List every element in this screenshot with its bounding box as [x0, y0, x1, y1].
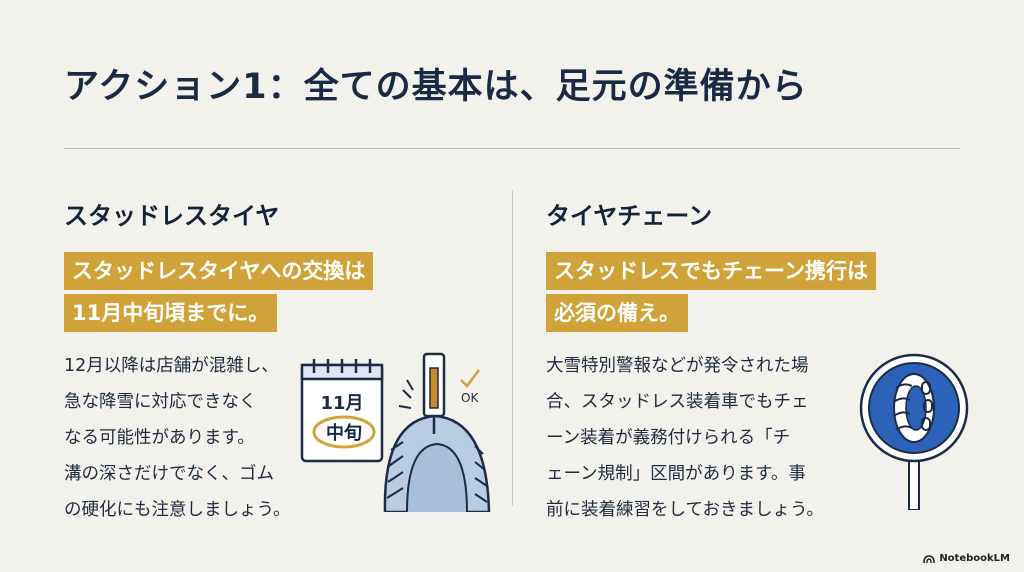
footer-brand: NotebookLM — [923, 553, 1010, 564]
chain-regulation-sign-icon — [859, 353, 969, 510]
left-body: 12月以降は店舗が混雑し、 急な降雪に対応できなく なる可能性があります。 溝の… — [64, 348, 290, 528]
column-divider — [512, 190, 513, 506]
left-body-line: 溝の深さだけでなく、ゴム — [64, 464, 274, 484]
title-divider — [64, 148, 960, 149]
notebooklm-logo-icon — [923, 554, 936, 563]
left-highlight-line-2: 11月中旬頃までに。 — [64, 294, 278, 332]
calendar-month: 11月 — [320, 393, 363, 414]
left-body-line: 急な降雪に対応できなく — [64, 392, 257, 412]
right-heading: タイヤチェーン — [546, 202, 713, 230]
footer-brand-label: NotebookLM — [939, 553, 1010, 564]
right-body-line: 前に装着練習をしておきましょう。 — [546, 500, 824, 520]
calendar-period: 中旬 — [326, 422, 362, 444]
right-body-line: ェーン規制」区間があります。事 — [546, 464, 806, 484]
left-heading: スタッドレスタイヤ — [64, 202, 280, 230]
right-highlight-line-2: 必須の備え。 — [546, 294, 688, 332]
right-body-line: 大雪特別警報などが発令された場 — [546, 356, 809, 376]
calendar-icon: 11月 中旬 — [300, 359, 384, 463]
left-body-line: の硬化にも注意しましょう。 — [64, 500, 291, 520]
left-highlight-line-1: スタッドレスタイヤへの交換は — [64, 252, 374, 290]
tire-tread-gauge-icon: OK — [383, 352, 491, 512]
gauge-ok-label: OK — [461, 391, 479, 405]
right-highlight-line-1: スタッドレスでもチェーン携行は — [546, 252, 876, 290]
page-title: アクション1：全ての基本は、足元の準備から — [64, 67, 808, 107]
right-body-line: 合、スタッドレス装着車でもチェ — [546, 392, 809, 412]
right-body: 大雪特別警報などが発令された場 合、スタッドレス装着車でもチェ ーン装着が義務付… — [546, 348, 824, 528]
left-body-line: なる可能性があります。 — [64, 428, 255, 448]
right-body-line: ーン装着が義務付けられる「チ — [546, 428, 791, 448]
left-body-line: 12月以降は店舗が混雑し、 — [64, 356, 279, 376]
